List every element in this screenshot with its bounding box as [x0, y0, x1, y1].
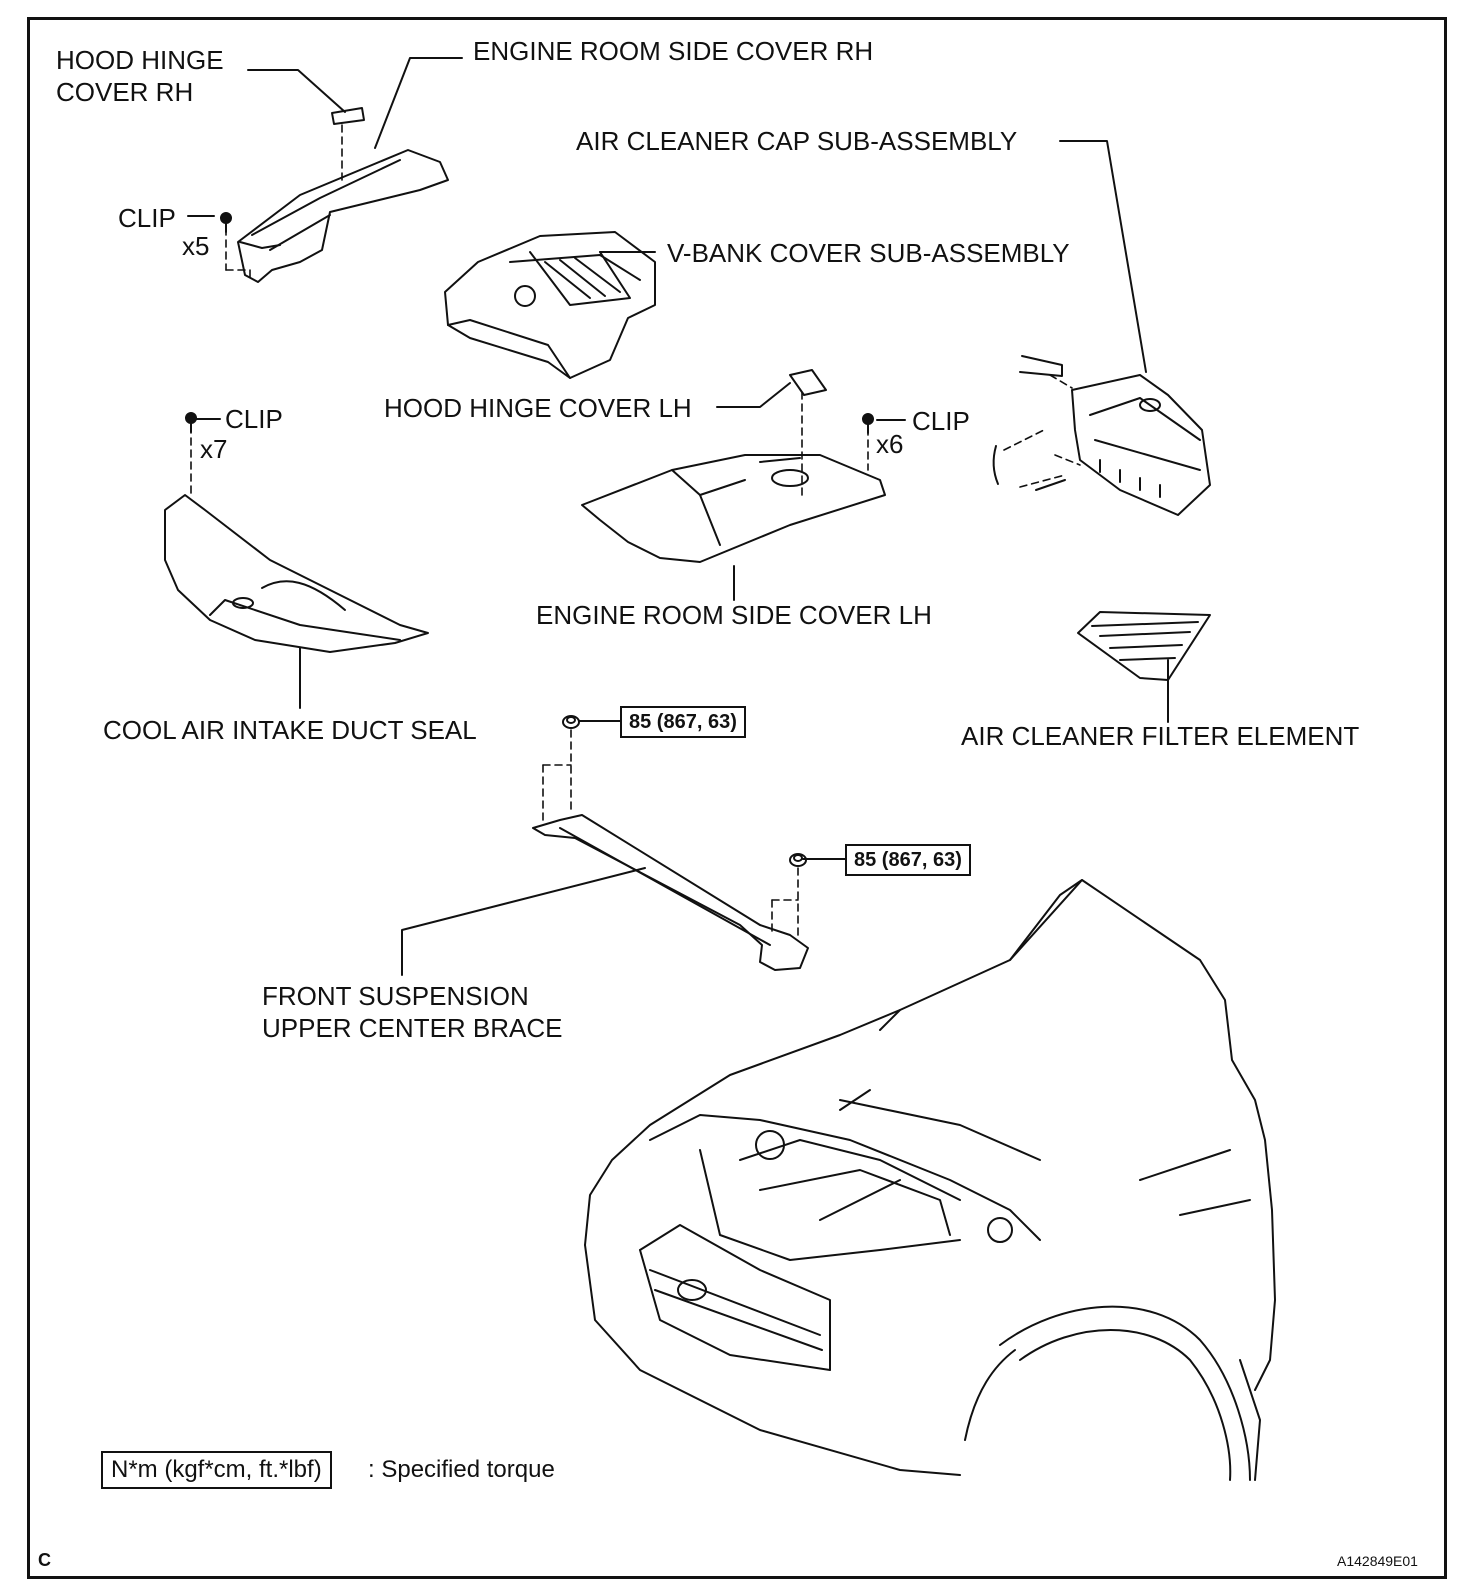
label-clip: CLIP: [118, 203, 176, 233]
torque-callout: 85 (867, 63): [845, 844, 971, 876]
vehicle-illustration: [584, 879, 1276, 1481]
label-hood-hinge-cover-rh: HOOD HINGE COVER RH: [56, 45, 224, 107]
label-clip-count-x6: x6: [876, 429, 904, 459]
clip-icon: [862, 413, 874, 434]
nut-icon: [789, 853, 807, 867]
label-clip-count-x7: x7: [200, 434, 228, 464]
air-cleaner-filter-part: [1077, 611, 1211, 681]
cool-air-intake-duct-seal-part: [164, 494, 429, 653]
hood-hinge-cover-rh-part: [331, 107, 365, 125]
clip-icon: [220, 212, 232, 233]
corner-letter: C: [38, 1550, 51, 1570]
label-clip: CLIP: [225, 404, 283, 434]
label-air-cleaner-cap: AIR CLEANER CAP SUB-ASSEMBLY: [576, 126, 1018, 156]
label-air-cleaner-filter-element: AIR CLEANER FILTER ELEMENT: [961, 721, 1360, 751]
assembly-dashed-lines: [190, 124, 1081, 936]
label-engine-room-side-cover-lh: ENGINE ROOM SIDE COVER LH: [536, 600, 932, 630]
legend-torque-unit: N*m (kgf*cm, ft.*lbf): [101, 1451, 332, 1489]
figure-id: A142849E01: [1337, 1553, 1418, 1569]
label-engine-room-side-cover-rh: ENGINE ROOM SIDE COVER RH: [473, 36, 874, 66]
hood-hinge-cover-lh-part: [789, 369, 827, 396]
nut-icon: [562, 715, 580, 729]
engine-room-side-cover-rh-part: [237, 149, 449, 283]
legend-description: : Specified torque: [368, 1456, 555, 1483]
label-v-bank-cover: V-BANK COVER SUB-ASSEMBLY: [667, 238, 1070, 268]
front-suspension-brace-part: [532, 814, 809, 971]
label-clip: CLIP: [912, 406, 970, 436]
leader-lines: [187, 57, 1169, 976]
engine-room-side-cover-lh-part: [581, 454, 886, 563]
v-bank-cover-part: [444, 231, 656, 379]
label-cool-air-intake-duct-seal: COOL AIR INTAKE DUCT SEAL: [103, 715, 477, 745]
label-front-suspension-upper-center-brace: FRONT SUSPENSION UPPER CENTER BRACE: [262, 981, 563, 1043]
label-clip-count-x5: x5: [182, 231, 210, 261]
air-cleaner-cap-part: [992, 355, 1211, 516]
clip-icon: [185, 412, 197, 433]
label-hood-hinge-cover-lh: HOOD HINGE COVER LH: [384, 393, 692, 423]
torque-callout: 85 (867, 63): [620, 706, 746, 738]
